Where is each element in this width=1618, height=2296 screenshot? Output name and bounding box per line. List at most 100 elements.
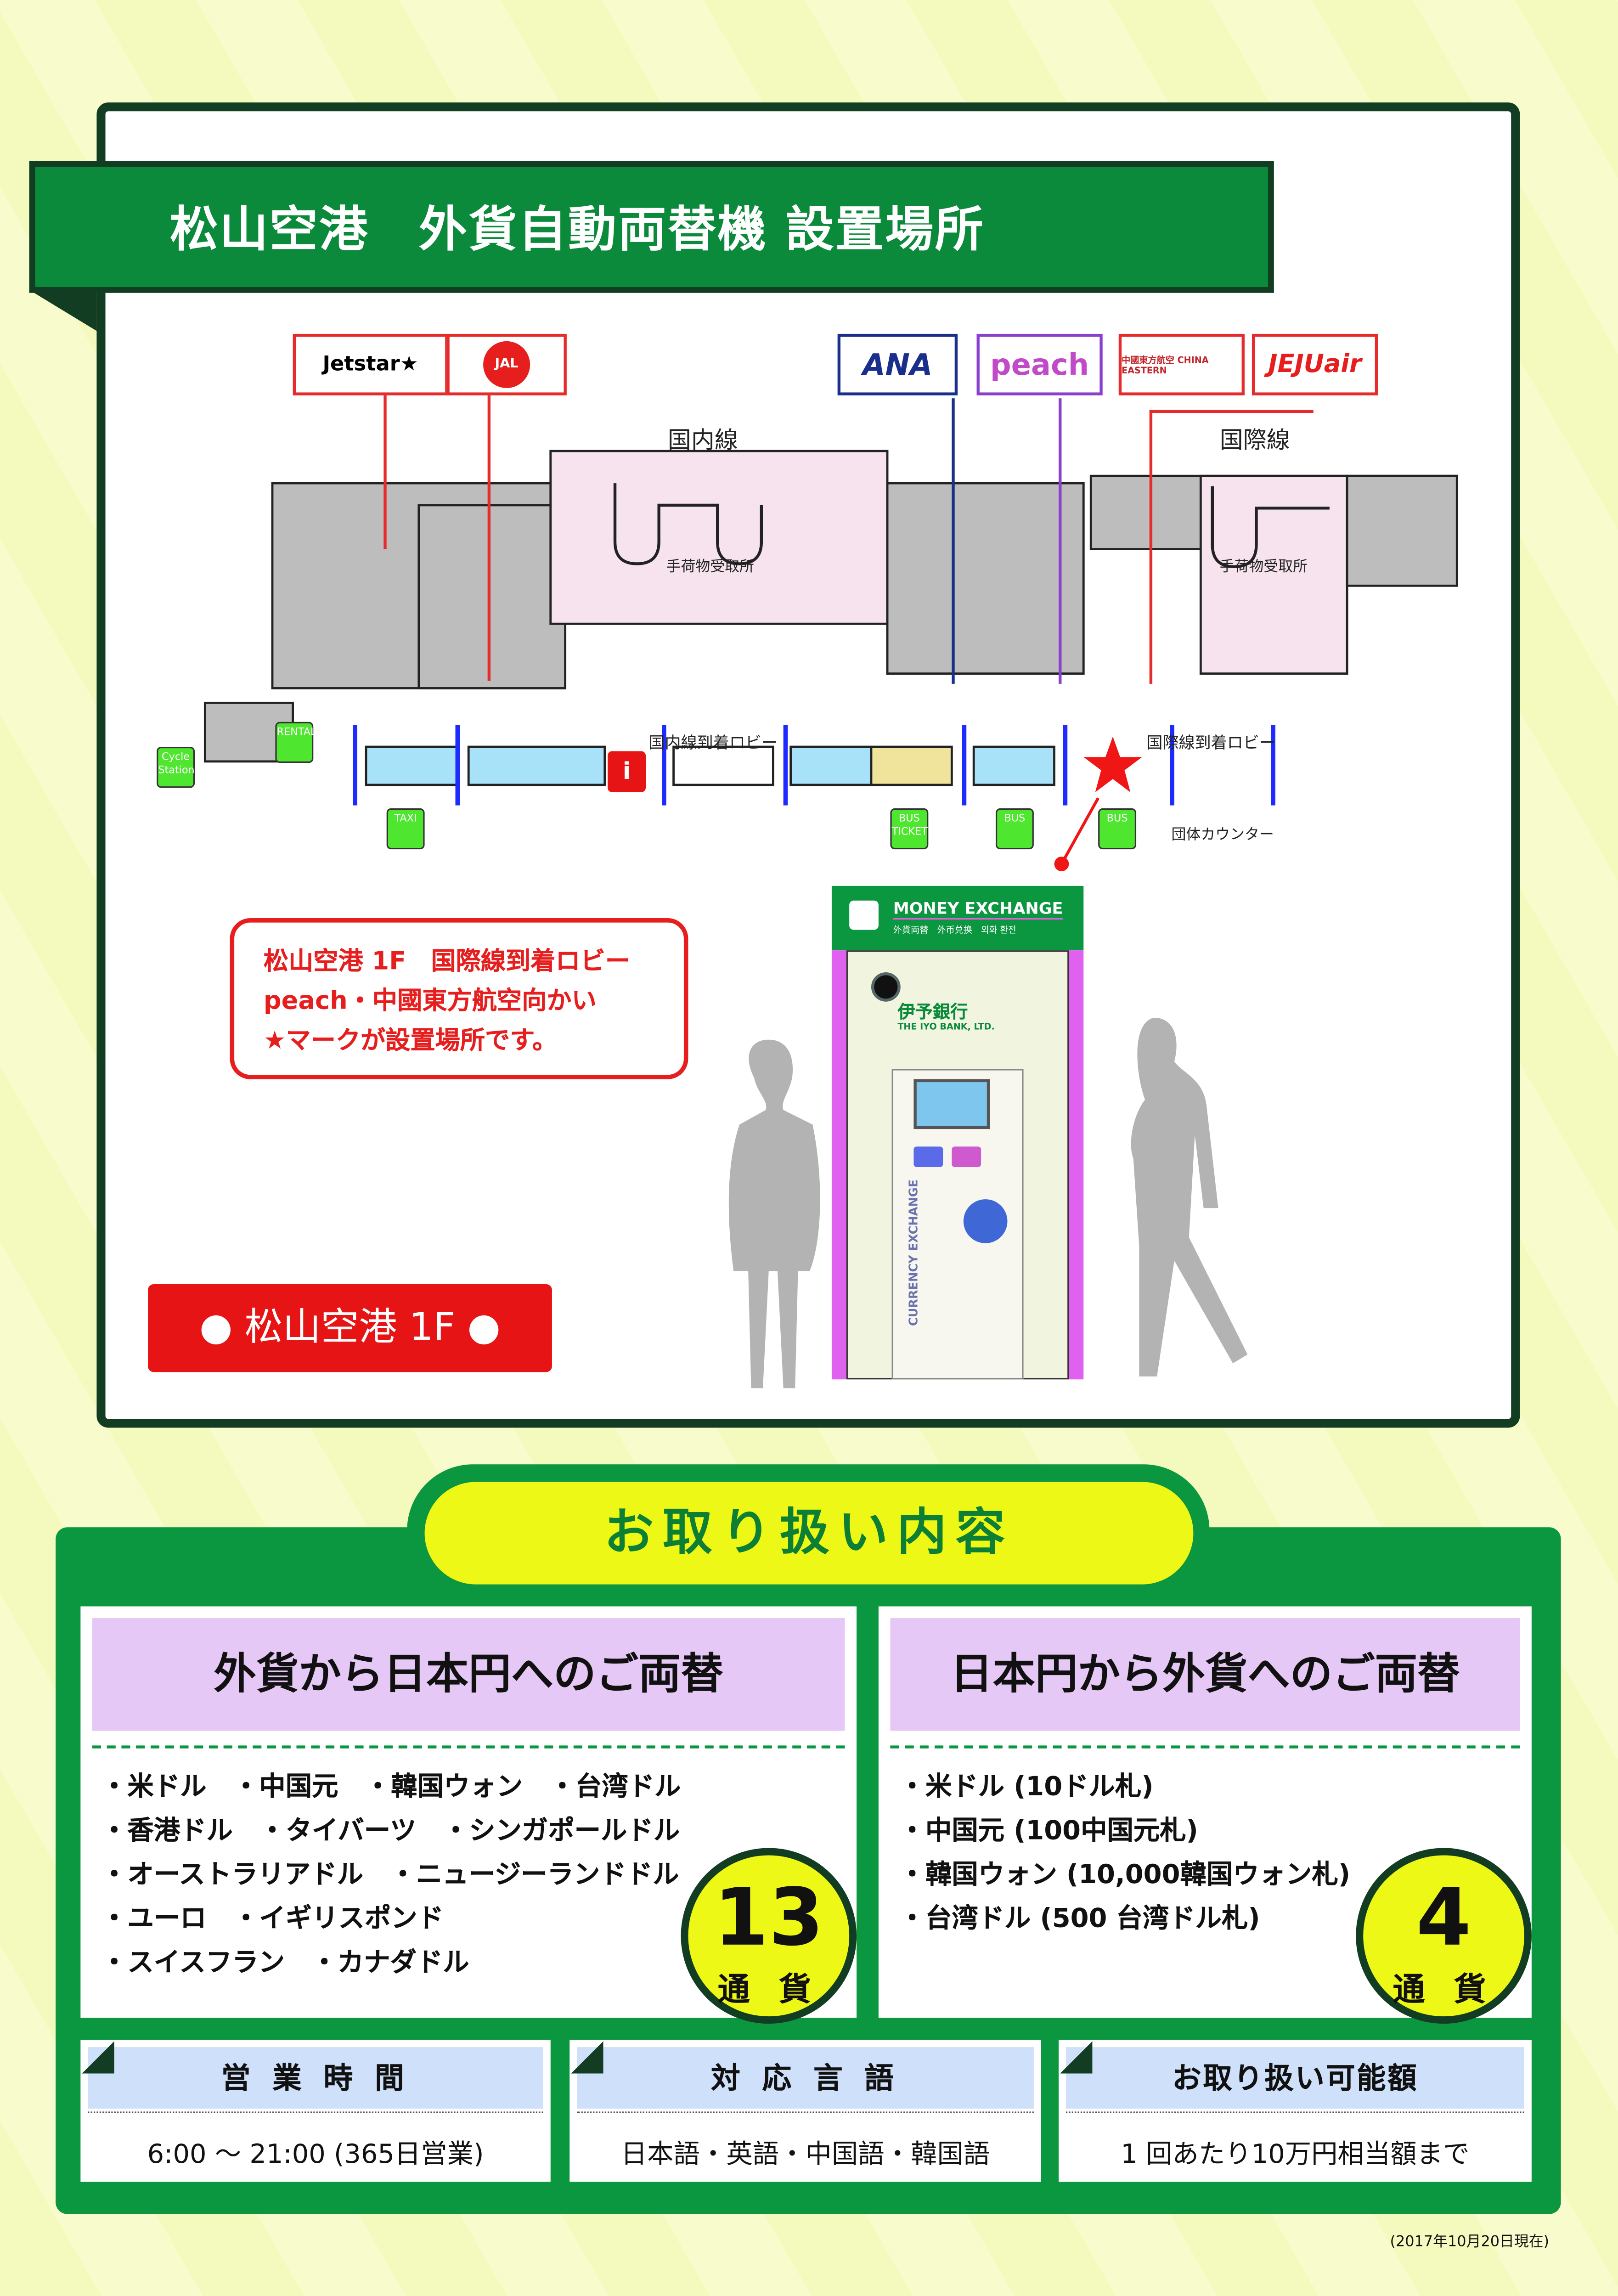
floor-button[interactable]: ● 松山空港 1F ● — [148, 1284, 552, 1372]
pointer-dot — [1054, 857, 1069, 871]
peach-line — [1059, 398, 1062, 684]
woman-silhouette — [728, 1039, 820, 1388]
international-baggage-label: 手荷物受取所 — [1219, 559, 1308, 575]
from-yen-count-badge: 4 通 貨 — [1356, 1848, 1532, 2024]
currency-exchange-icon — [849, 900, 879, 930]
door-arrow — [962, 725, 967, 806]
unit: 通 貨 — [717, 1972, 820, 2009]
jetstar-line — [383, 395, 387, 549]
from-yen-header: 日本円から外貨へのご両替 — [890, 1618, 1520, 1731]
banner-fold — [29, 290, 97, 331]
domestic-label: 国内線 — [667, 426, 738, 454]
airline-logo-china-eastern: 中國東方航空 CHINA EASTERN — [1118, 333, 1245, 395]
from-yen-box: 日本円から外貨へのご両替 ・米ドル (10ドル札) ・中国元 (100中国元札)… — [878, 1606, 1532, 2018]
international-label: 国際線 — [1219, 426, 1290, 454]
rental-car-icon: RENTAL — [275, 722, 316, 763]
note-slot — [913, 1146, 943, 1167]
divider — [1066, 2111, 1524, 2113]
bank-name: 伊予銀行 — [897, 1001, 968, 1022]
callout-line: 松山空港 1F 国際線到着ロビー — [263, 947, 631, 977]
man-silhouette — [1131, 1017, 1248, 1376]
unit: 通 貨 — [1392, 1972, 1495, 2009]
limit-label: お取り扱い可能額 — [1066, 2047, 1524, 2109]
section-title: お取り扱い内容 — [424, 1482, 1194, 1585]
door-arrow — [783, 725, 788, 806]
door-arrow — [353, 725, 357, 806]
divider — [577, 2111, 1034, 2113]
page-title: 松山空港 外貨自動両替機 設置場所 — [29, 161, 1274, 293]
languages-value: 日本語・英語・中国語・韓国語 — [620, 2139, 990, 2170]
divider — [890, 1745, 1520, 1749]
airline-logo-jetstar: Jetstar★ — [293, 333, 448, 395]
bank-name-en: THE IYO BANK, LTD. — [897, 1022, 995, 1032]
camera-icon — [871, 972, 901, 1002]
baggage-carousel — [1211, 486, 1330, 569]
callout-line: peach・中國東方航空向かい — [263, 987, 597, 1016]
hours-value: 6:00 ～ 21:00 (365日営業) — [147, 2139, 484, 2170]
callout-line: ★マークが設置場所です。 — [263, 1026, 558, 1056]
jal-line — [487, 395, 491, 681]
languages-label: 対 応 言 語 — [577, 2047, 1034, 2109]
map-block — [886, 482, 1085, 675]
bus-icon: BUS — [995, 808, 1034, 850]
lobby-segment — [365, 745, 458, 786]
machine-location-star-icon — [1083, 736, 1142, 792]
currency-line: ・オーストラリアドル ・ニュージーランドドル — [101, 1860, 679, 1890]
currency-line: ・韓国ウォン (10,000韓国ウォン札) — [899, 1860, 1351, 1890]
languages-box: 対 応 言 語 日本語・英語・中国語・韓国語 — [569, 2040, 1041, 2182]
footnote: (2017年10月20日現在) — [1390, 2234, 1550, 2251]
airline-logo-jal: JAL — [446, 333, 567, 395]
currency-line: ・米ドル (10ドル札) — [899, 1771, 1154, 1803]
lobby-segment — [672, 745, 774, 786]
currency-line: ・香港ドル ・タイバーツ ・シンガポールドル — [101, 1816, 680, 1847]
door-arrow — [1170, 725, 1174, 806]
currency-line: ・中国元 (100中国元札) — [899, 1816, 1198, 1847]
currency-line: ・スイスフラン ・カナダドル — [101, 1947, 469, 1979]
count: 13 — [713, 1871, 824, 1964]
airline-logo-jejuair: JEJUair — [1252, 333, 1378, 395]
count: 4 — [1416, 1871, 1471, 1964]
ana-line — [952, 398, 955, 684]
divider — [92, 1745, 845, 1749]
domestic-baggage-label: 手荷物受取所 — [666, 559, 754, 575]
airline-logo-ana: ANA — [837, 333, 958, 395]
limit-value: 1 回あたり10万円相当額まで — [1121, 2139, 1470, 2170]
machine-panel: CURRENCY EXCHANGE — [891, 1069, 1024, 1380]
taxi-icon: TAXI — [386, 808, 425, 850]
card-reader — [963, 1199, 1008, 1243]
hours-box: 営 業 時 間 6:00 ～ 21:00 (365日営業) — [80, 2040, 551, 2182]
china-eastern-line — [1149, 410, 1314, 413]
corner-flag — [1060, 2041, 1093, 2074]
domestic-lobby-label: 国内線到着ロビー — [648, 733, 778, 753]
baggage-carousel — [613, 483, 763, 565]
exchange-machine: MONEY EXCHANGE 外貨両替 外币兑换 외화 환전 伊予銀行 THE … — [831, 886, 1084, 1380]
china-eastern-line — [1149, 410, 1153, 684]
bus-ticket-icon: BUS TICKET — [890, 808, 929, 850]
currency-line: ・米ドル ・中国元 ・韓国ウォン ・台湾ドル — [101, 1771, 681, 1803]
map-block — [417, 504, 567, 689]
machine-side-label: CURRENCY EXCHANGE — [907, 1179, 921, 1326]
machine-subtitle: 外貨両替 外币兑换 외화 환전 — [893, 925, 1016, 936]
door-arrow — [1063, 725, 1068, 806]
cycle-station-icon: Cycle Station — [157, 746, 195, 788]
machine-title: MONEY EXCHANGE — [893, 899, 1063, 920]
machine-body: 伊予銀行 THE IYO BANK, LTD. CURRENCY EXCHANG… — [846, 950, 1069, 1380]
note-slot — [952, 1146, 981, 1167]
bus-icon: BUS — [1098, 808, 1137, 850]
map-block — [1346, 474, 1458, 587]
to-yen-header: 外貨から日本円へのご両替 — [92, 1618, 845, 1731]
jal-icon: JAL — [483, 341, 530, 388]
door-arrow — [662, 725, 666, 806]
lobby-segment — [789, 745, 873, 786]
currency-line: ・台湾ドル (500 台湾ドル札) — [899, 1903, 1260, 1935]
hours-label: 営 業 時 間 — [88, 2047, 543, 2109]
divider — [88, 2111, 543, 2113]
corner-flag — [571, 2041, 603, 2074]
airline-logo-peach: peach — [976, 333, 1103, 395]
pointer-line — [1060, 797, 1099, 865]
lobby-segment — [467, 745, 606, 786]
currency-line: ・ユーロ ・イギリスポンド — [101, 1903, 444, 1935]
touch-screen[interactable] — [913, 1079, 990, 1129]
floor-map — [203, 450, 1458, 871]
